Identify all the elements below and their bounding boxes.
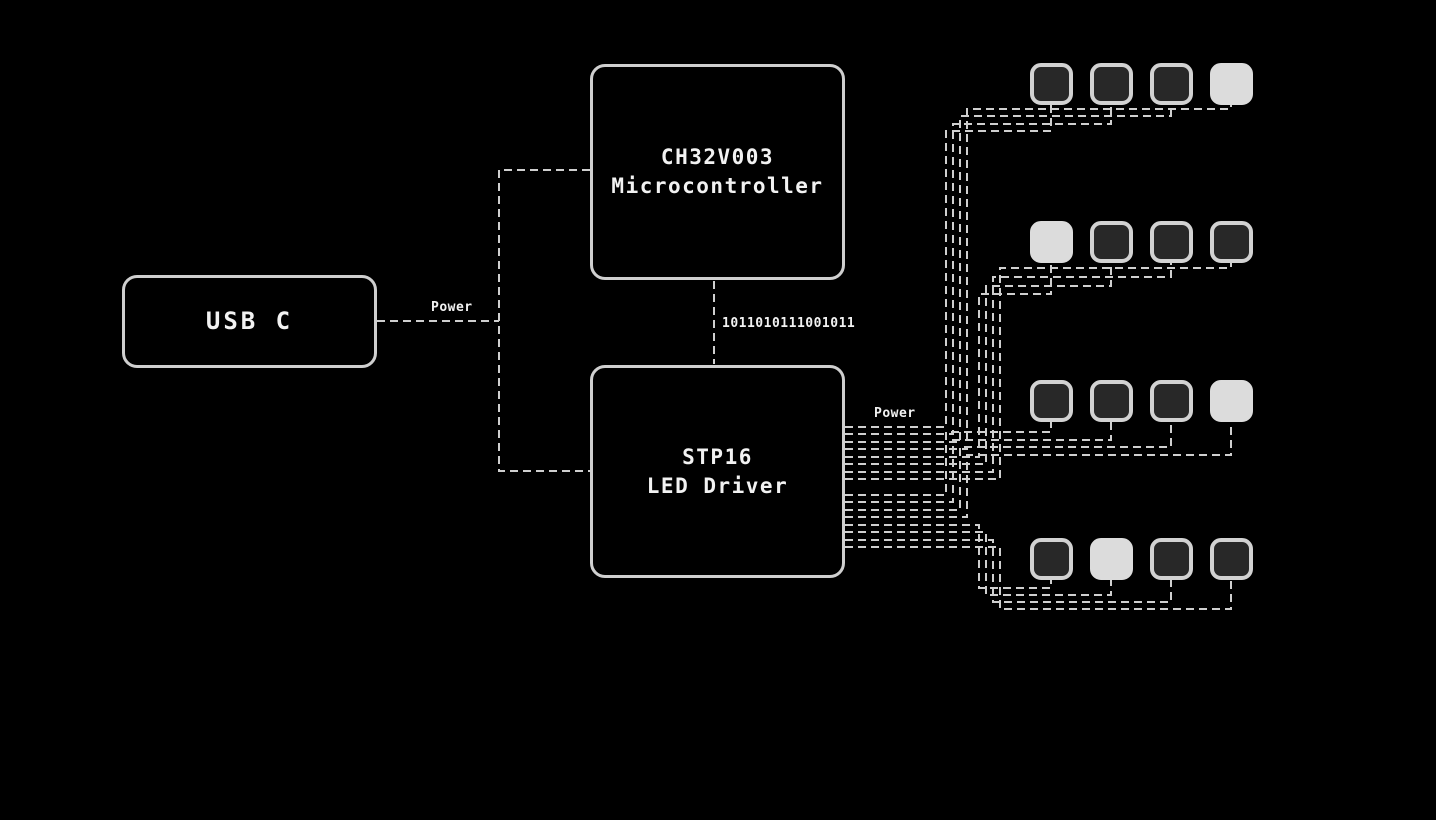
- led-r2c1: [1030, 221, 1073, 263]
- led-wire-r4-4: [845, 546, 1232, 610]
- led-r1c2: [1090, 63, 1133, 105]
- led-r3c2: [1090, 380, 1133, 422]
- led-wire-r4-3: [845, 539, 1172, 603]
- led-r2c2: [1090, 221, 1133, 263]
- led-r3c4: [1210, 380, 1253, 422]
- usb-c-label: USB C: [205, 307, 294, 335]
- led-r3c1: [1030, 380, 1073, 422]
- led-r1c3: [1150, 63, 1193, 105]
- led-wire-r3-1: [845, 422, 1052, 496]
- led-row4-wires: [845, 524, 1232, 610]
- led-r4c1: [1030, 538, 1073, 580]
- led-wire-r4-1: [845, 524, 1052, 589]
- led-row3-wires: [845, 422, 1232, 518]
- led-r1c1: [1030, 63, 1073, 105]
- led-wire-r3-2: [845, 422, 1112, 503]
- driver-label-line1: STP16: [682, 444, 753, 469]
- mcu-label-line2: Microcontroller: [611, 174, 824, 198]
- led-wire-r1-3: [845, 105, 1172, 443]
- mcu-label-line1: CH32V003: [660, 145, 775, 169]
- led-wire-r4-2: [845, 531, 1112, 596]
- led-wire-r3-3: [845, 422, 1172, 511]
- power-label-usb: Power: [431, 300, 473, 315]
- driver-label-line2: LED Driver: [646, 473, 789, 498]
- power-label-driver: Power: [874, 406, 916, 421]
- usb-c-node: USB C: [122, 275, 377, 368]
- led-wire-r1-1: [845, 105, 1052, 428]
- led-wire-r3-4: [845, 422, 1232, 518]
- led-driver-node: STP16 LED Driver: [590, 365, 845, 578]
- led-wire-r1-2: [845, 105, 1112, 435]
- led-wire-r1-4: [845, 105, 1232, 450]
- power-split-wire: [498, 169, 590, 472]
- led-r2c3: [1150, 221, 1193, 263]
- led-row2-wires: [845, 263, 1232, 480]
- led-r4c3: [1150, 538, 1193, 580]
- led-wire-r2-4: [845, 263, 1232, 480]
- microcontroller-node: CH32V003 Microcontroller: [590, 64, 845, 280]
- data-bits-label: 1011010111001011: [722, 316, 856, 331]
- led-row1-wires: [845, 105, 1232, 450]
- led-wire-r2-3: [845, 263, 1172, 473]
- led-r4c4: [1210, 538, 1253, 580]
- led-r4c2: [1090, 538, 1133, 580]
- led-r1c4: [1210, 63, 1253, 105]
- led-r3c3: [1150, 380, 1193, 422]
- led-wire-r2-2: [845, 263, 1112, 465]
- led-wire-r2-1: [845, 263, 1052, 458]
- led-r2c4: [1210, 221, 1253, 263]
